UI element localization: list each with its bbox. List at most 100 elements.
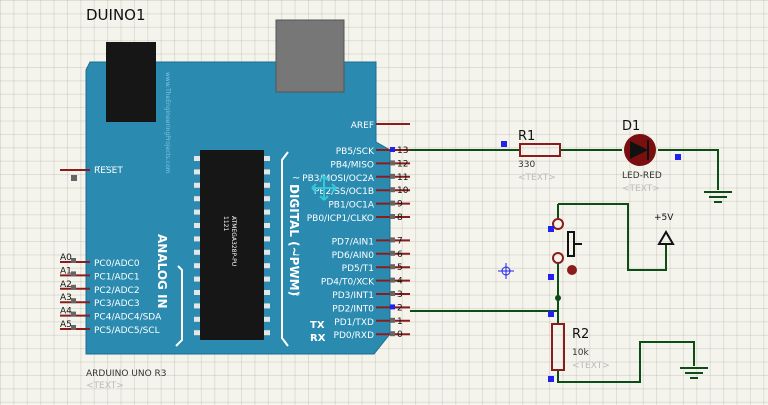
chip-pin-right: [264, 196, 270, 202]
d1-value: LED-RED: [622, 171, 662, 181]
chip-pin-right: [264, 223, 270, 228]
analog-pin-name: PC1/ADC1: [94, 272, 140, 282]
ground-symbol-1: [704, 191, 732, 203]
digital-pin-name: PD1/TXD: [334, 318, 374, 328]
analog-pin-marker: [71, 258, 76, 263]
website-text: www.TheEngineeringProjects.com: [164, 72, 171, 174]
digital-pin-number: 2: [397, 303, 403, 313]
chip-pin-left: [194, 169, 200, 175]
digital-pin-marker: [390, 277, 395, 283]
digital-pin-name: PB4/MISO: [330, 160, 374, 170]
pwm-tilde: ~: [292, 250, 300, 261]
analog-in-label: ANALOG IN: [155, 234, 169, 309]
chip-pin-right: [264, 303, 270, 309]
digital-pin-name: PB3/MOSI/OC2A: [302, 174, 375, 184]
digital-pin-number: 11: [397, 173, 408, 183]
power-jack: [106, 42, 156, 122]
aref-label: AREF: [351, 121, 374, 131]
analog-pin-marker: [71, 311, 76, 317]
rx-label: RX: [310, 333, 326, 344]
chip-pin-left: [194, 236, 200, 242]
chip-pin-right: [264, 290, 270, 295]
digital-pin-marker: [390, 331, 395, 337]
digital-pin-number: 10: [397, 186, 409, 196]
pwm-tilde: ~: [292, 263, 300, 274]
digital-pin-marker: [390, 264, 395, 270]
wires: [410, 149, 719, 383]
crosshair-icon: [498, 263, 514, 279]
digital-pin-marker: [390, 291, 395, 296]
analog-pin-number: A0: [60, 253, 72, 263]
ground-symbol-2: [680, 367, 708, 379]
analog-pin-name: PC4/ADC4/SDA: [94, 313, 162, 323]
led-d1[interactable]: [624, 134, 656, 166]
digital-pin-number: 7: [397, 236, 403, 246]
chip-pin-left: [194, 316, 200, 322]
d1-ref: D1: [622, 119, 640, 134]
digital-pin-number: 4: [397, 277, 403, 287]
resistor-r2[interactable]: [551, 323, 565, 371]
chip-pin-left: [194, 156, 200, 161]
chip-pin-left: [194, 263, 200, 269]
digital-pin-marker: [390, 250, 395, 256]
chip-pin-right: [264, 156, 270, 161]
analog-pin-number: A4: [60, 307, 72, 317]
analog-pin-marker: [71, 284, 76, 290]
digital-pins: 13PB5/SCK12PB4/MISO11PB3/MOSI/OC2A~10PB2…: [292, 146, 410, 341]
chip-pin-left: [194, 303, 200, 309]
digital-pin-name: PD4/T0/XCK: [321, 278, 375, 288]
pwm-tilde: ~: [292, 200, 300, 211]
digital-pin-marker: [390, 160, 395, 166]
digital-pin-marker: [390, 200, 395, 206]
chip-pin-right: [264, 249, 270, 255]
digital-pin-name: PD6/AIN0: [332, 251, 375, 261]
digital-pin-name: PB0/ICP1/CLKO: [307, 214, 374, 224]
pwm-tilde: ~: [292, 173, 300, 184]
resistor-r1[interactable]: [519, 143, 561, 157]
analog-pin-marker: [71, 271, 76, 277]
digital-pwm-label: DIGITAL (~PWM): [287, 184, 301, 296]
chip-pin-left: [194, 182, 200, 188]
chip-pin-left: [194, 290, 200, 295]
digital-pin-name: PB2/SS/OC1B: [314, 187, 374, 197]
tx-label: TX: [310, 320, 325, 331]
r2-ref: R2: [572, 327, 589, 342]
chip-pins: [194, 156, 270, 336]
chip-pin-left: [194, 209, 200, 215]
chip-label-1: 1121: [222, 216, 229, 231]
digital-pin-marker: [390, 214, 395, 219]
board-text-placeholder: <TEXT>: [86, 381, 124, 391]
analog-pin-name: PC2/ADC2: [94, 286, 140, 296]
chip-pin-left: [194, 276, 200, 282]
analog-bracket: [175, 265, 183, 347]
analog-pin-name: PC0/ADC0: [94, 259, 140, 269]
digital-pin-marker: [390, 147, 395, 152]
r1-value: 330: [518, 160, 535, 170]
digital-pin-number: 12: [397, 159, 408, 169]
pushbutton-switch[interactable]: [552, 218, 582, 275]
reset-label: RESET: [94, 166, 123, 176]
pwm-tilde: ~: [292, 186, 300, 197]
chip-label-2: ATMEGA328P-PU: [230, 216, 237, 266]
atmega-chip[interactable]: [200, 150, 264, 340]
chip-pin-right: [264, 316, 270, 322]
chip-pin-left: [194, 223, 200, 228]
chip-pin-right: [264, 330, 270, 336]
digital-pin-number: 3: [397, 290, 403, 300]
digital-pin-name: PD3/INT1: [332, 291, 374, 301]
usb-connector: [275, 19, 345, 93]
digital-pin-marker: [390, 237, 395, 243]
digital-pin-name: PB5/SCK: [336, 147, 375, 157]
digital-pin-marker: [390, 187, 395, 193]
selection-markers: [501, 141, 681, 382]
r2-text: <TEXT>: [572, 361, 610, 371]
analog-pin-number: A1: [60, 266, 72, 276]
chip-pin-right: [264, 169, 270, 175]
digital-pin-number: 8: [397, 213, 403, 223]
chip-pin-right: [264, 276, 270, 282]
digital-pin-name: PD7/AIN1: [332, 237, 374, 247]
digital-pin-number: 13: [397, 146, 408, 156]
chip-pin-right: [264, 182, 270, 188]
digital-pin-name: PB1/OC1A: [328, 201, 374, 211]
digital-pin-marker: [390, 173, 395, 179]
